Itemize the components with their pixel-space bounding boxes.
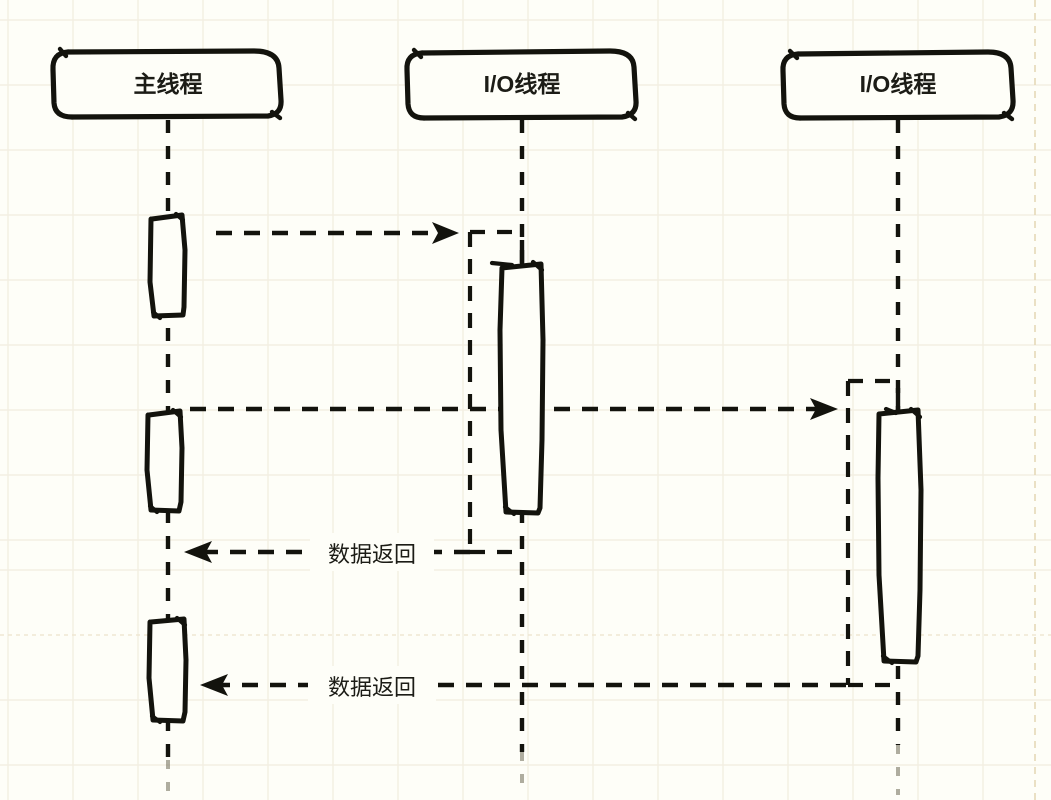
arrow-head-left-icon bbox=[184, 541, 212, 563]
message-3[interactable]: 数据返回 bbox=[184, 533, 470, 571]
arrow-head-right-icon bbox=[432, 222, 459, 244]
message-3-label: 数据返回 bbox=[328, 542, 416, 567]
activation-io1-1[interactable] bbox=[489, 259, 546, 517]
activation-io2-1-outline bbox=[875, 407, 924, 665]
participant-label-main: 主线程 bbox=[134, 71, 203, 97]
activation-main-1-ticks bbox=[150, 211, 186, 321]
activation-main-2[interactable] bbox=[144, 407, 185, 515]
activation-bars bbox=[144, 211, 924, 725]
lifeline-stubs bbox=[519, 240, 901, 412]
activation-io1-1-fill bbox=[503, 266, 543, 511]
participant-box-io1-outline-bottom bbox=[404, 50, 427, 121]
arrow-head-right-icon bbox=[810, 398, 838, 420]
participant-box-main-outline-bottom bbox=[50, 49, 75, 120]
activation-io2-1[interactable] bbox=[875, 406, 924, 666]
participant-box-io2-sketch-ticks bbox=[787, 48, 1015, 122]
return-bracket-paths bbox=[467, 229, 898, 688]
participant-box-io1-fill bbox=[408, 50, 636, 116]
activation-main-3[interactable] bbox=[146, 615, 189, 725]
message-4[interactable]: 数据返回 bbox=[200, 666, 846, 704]
message-1[interactable] bbox=[216, 222, 459, 244]
message-3-label-backdrop bbox=[310, 533, 434, 571]
participant-box-io1[interactable]: I/O线程 bbox=[404, 47, 639, 122]
participant-box-io2-fill bbox=[784, 50, 1012, 116]
participant-boxes: 主线程 I/O线程 I/O线程 bbox=[50, 46, 1016, 122]
activation-main-1-fill bbox=[151, 216, 185, 314]
message-4-label-backdrop bbox=[308, 666, 436, 704]
activation-main-3-fill bbox=[150, 620, 186, 720]
activation-main-2-ticks bbox=[147, 407, 184, 515]
participant-box-main-sketch-ticks bbox=[57, 46, 283, 121]
activation-main-3-ticks bbox=[149, 615, 188, 725]
participant-label-io1: I/O线程 bbox=[484, 71, 561, 97]
activation-io2-1-ticks bbox=[880, 406, 923, 666]
message-4-label: 数据返回 bbox=[328, 675, 416, 700]
arrow-head-left-icon bbox=[200, 674, 228, 696]
participant-box-main-fill bbox=[54, 50, 282, 116]
activation-io2-1-fill bbox=[880, 412, 920, 661]
participant-box-io2[interactable]: I/O线程 bbox=[780, 48, 1016, 122]
participant-box-io1-sketch-ticks bbox=[411, 47, 638, 122]
activation-main-1[interactable] bbox=[147, 211, 188, 321]
participant-box-io2-outline-bottom bbox=[780, 51, 803, 121]
participant-label-io2: I/O线程 bbox=[860, 71, 937, 97]
activation-io1-1-ticks bbox=[489, 259, 545, 517]
activation-main-2-fill bbox=[148, 413, 182, 509]
participant-box-main[interactable]: 主线程 bbox=[50, 46, 284, 121]
activation-io1-1-outline bbox=[497, 261, 546, 516]
